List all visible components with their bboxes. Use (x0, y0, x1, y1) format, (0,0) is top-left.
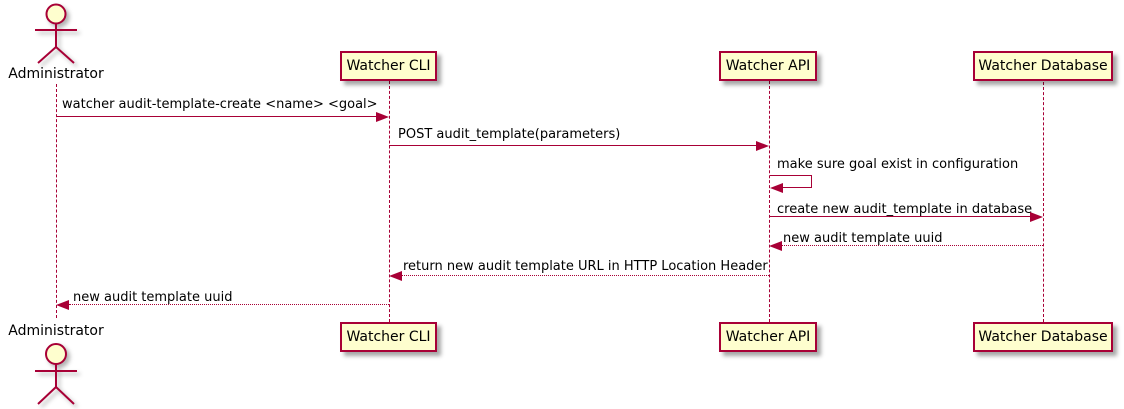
message-3-loop-bottom-line (783, 187, 811, 188)
message-2-label: POST audit_template(parameters) (398, 127, 621, 142)
participant-watcher-database-top: Watcher Database (973, 51, 1113, 81)
message-7-line (69, 304, 389, 305)
administrator-actor-label-bottom: Administrator (8, 323, 104, 339)
message-7-arrowhead-icon (56, 300, 69, 310)
message-3-loop-top-line (770, 175, 811, 176)
lifeline-administrator (56, 84, 57, 318)
message-4-label: create new audit_template in database (777, 202, 1033, 217)
participant-watcher-database-bottom: Watcher Database (973, 322, 1113, 352)
lifeline-watcher-database (1043, 82, 1044, 322)
message-6-line (402, 275, 769, 276)
administrator-actor-label-top: Administrator (8, 66, 104, 82)
message-3-label: make sure goal exist in configuration (777, 157, 1019, 172)
message-5-arrowhead-icon (769, 241, 782, 251)
administrator-actor-icon-top (35, 3, 77, 64)
message-3-loop-right-line (811, 175, 812, 188)
message-4-line (770, 216, 1030, 217)
message-5-label: new audit template uuid (783, 231, 943, 246)
participant-watcher-cli-top: Watcher CLI (340, 51, 437, 81)
message-3-arrowhead-icon (770, 183, 783, 193)
message-2-line (389, 145, 756, 146)
participant-watcher-cli-bottom: Watcher CLI (340, 322, 437, 352)
message-1-label: watcher audit-template-create <name> <go… (62, 97, 378, 112)
message-6-arrowhead-icon (389, 271, 402, 281)
message-1-line (56, 116, 376, 117)
message-6-label: return new audit template URL in HTTP Lo… (403, 259, 768, 274)
participant-watcher-api-top: Watcher API (719, 51, 817, 81)
message-7-label: new audit template uuid (73, 290, 233, 305)
message-5-line (782, 245, 1043, 246)
message-4-arrowhead-icon (1030, 212, 1043, 222)
message-1-arrowhead-icon (376, 112, 389, 122)
message-2-arrowhead-icon (756, 141, 769, 151)
lifeline-watcher-api (769, 81, 770, 322)
lifeline-watcher-cli (389, 81, 390, 322)
administrator-actor-icon-bottom (35, 343, 77, 405)
participant-watcher-api-bottom: Watcher API (719, 322, 817, 352)
